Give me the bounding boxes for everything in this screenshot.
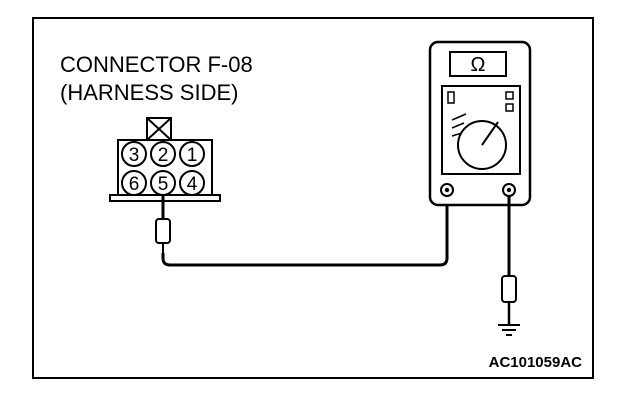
- connector-title: CONNECTOR F-08: [60, 52, 253, 77]
- pin-6-circle: [121, 170, 147, 196]
- pin-6-label: 6: [129, 174, 140, 195]
- probe-pin5: [155, 196, 171, 253]
- pin-2-circle: [150, 141, 176, 167]
- pin-3-circle: [121, 141, 147, 167]
- figure-frame: [32, 17, 594, 379]
- connector-f08: 3 2 1 6 5 4: [109, 117, 221, 202]
- meter-indicator-right-1: [505, 91, 514, 100]
- pin-1-label: 1: [187, 145, 198, 166]
- ground-icon: [498, 324, 520, 336]
- connector-subtitle: (HARNESS SIDE): [60, 80, 238, 105]
- ohm-symbol: Ω: [471, 54, 486, 76]
- meter-indicator-left: [447, 91, 455, 104]
- pin-2-label: 2: [158, 145, 169, 166]
- ground-probe: [501, 275, 517, 325]
- jack-ohm-center: [506, 187, 512, 193]
- ohmmeter: Ω: [428, 40, 532, 207]
- connector-flange: [109, 194, 221, 202]
- ground-probe-handle: [501, 275, 517, 303]
- pin-4-label: 4: [187, 174, 198, 195]
- range-tick-2: [451, 122, 465, 129]
- test-lead-wire: [161, 190, 449, 267]
- figure-code: AC101059AC: [489, 354, 583, 371]
- latch-cross-line-2: [146, 117, 172, 141]
- meter-indicator-right-2: [505, 103, 514, 112]
- pin-5-label: 5: [158, 174, 169, 195]
- pin-3-label: 3: [129, 145, 140, 166]
- probe-handle: [155, 218, 171, 244]
- pin-5-circle: [150, 170, 176, 196]
- meter-display: [449, 51, 507, 77]
- jack-common-center: [444, 187, 450, 193]
- range-tick-1: [451, 113, 467, 121]
- pin-1-circle: [179, 141, 205, 167]
- pin-4-circle: [179, 170, 205, 196]
- dial-pointer: [481, 121, 499, 146]
